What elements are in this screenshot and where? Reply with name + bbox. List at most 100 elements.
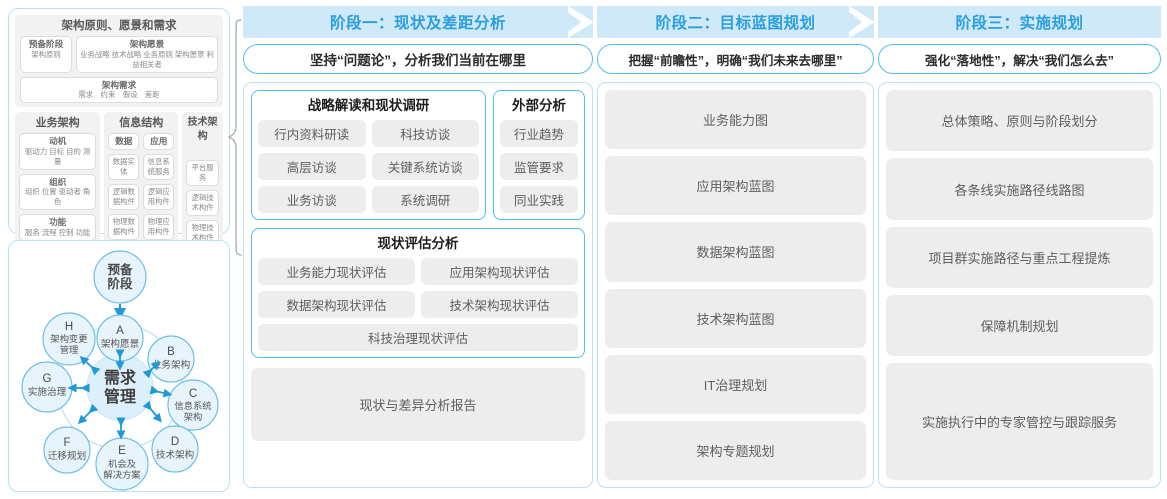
adm-node-b[interactable] bbox=[147, 335, 195, 383]
pill-item[interactable]: 行内资料研读 bbox=[258, 120, 366, 147]
pill-item[interactable]: 高层访谈 bbox=[258, 153, 366, 180]
logical-data-component-box: 逻辑数据构件 bbox=[108, 183, 140, 210]
pill-item[interactable]: 行业趋势 bbox=[500, 120, 578, 147]
phase-1-subtitle: 坚持“问题论”，分析我们当前在哪里 bbox=[243, 44, 593, 74]
togaf-content-framework-panel: 架构原则、愿景和需求 预备阶段 架构原则 架构愿景 业务战略 技术战略 业务原则… bbox=[8, 8, 230, 301]
architecture-requirements-sub: 需求 约束 假设 差距 bbox=[78, 90, 160, 99]
adm-node-d[interactable] bbox=[151, 425, 199, 473]
list-item[interactable]: 业务能力图 bbox=[605, 90, 866, 150]
platform-service-box: 平台服务 bbox=[186, 160, 219, 186]
list-item[interactable]: 保障机制规划 bbox=[886, 295, 1153, 357]
pill-item[interactable]: 业务能力现状评估 bbox=[258, 258, 415, 285]
adm-node-f[interactable] bbox=[43, 426, 91, 474]
physical-application-component-box: 物理应用构件 bbox=[143, 213, 175, 240]
adm-node-h-label-line1: 架构变更 bbox=[50, 333, 87, 344]
pill-item[interactable]: 关键系统访谈 bbox=[371, 153, 479, 180]
organization-title: 组织 bbox=[49, 176, 67, 187]
technology-architecture-group: 技术架构 平台服务 逻辑技术构件 物理技术构件 bbox=[182, 112, 223, 251]
adm-node-a-letter: A bbox=[116, 325, 124, 337]
information-system-service-box: 信息系统服务 bbox=[143, 153, 175, 180]
adm-node-f-letter: F bbox=[63, 437, 70, 449]
logical-data-component-label: 逻辑数据构件 bbox=[112, 186, 135, 206]
pill-row: 业务访谈 系统调研 bbox=[258, 186, 479, 213]
chevron-right-icon bbox=[849, 6, 875, 38]
logical-technology-component-label: 逻辑技术构件 bbox=[191, 193, 214, 212]
section-assessment-title: 现状评估分析 bbox=[377, 236, 459, 251]
list-item[interactable]: 各条线实施路径线路图 bbox=[886, 158, 1153, 220]
phase-column-1: 阶段一：现状及差距分析 坚持“问题论”，分析我们当前在哪里 战略解读和现状调研 … bbox=[243, 6, 594, 494]
left-reference-column: 架构原则、愿景和需求 预备阶段 架构原则 架构愿景 业务战略 技术战略 业务原则… bbox=[8, 8, 230, 492]
section-strategy-research: 战略解读和现状调研 行内资料研读 科技访谈 高层访谈 关键系统访谈 业务访谈 bbox=[251, 90, 486, 220]
list-item[interactable]: 项目群实施路径与重点工程提炼 bbox=[886, 226, 1153, 289]
adm-node-c[interactable] bbox=[167, 379, 219, 431]
phase-3-body: 总体策略、原则与阶段划分 各条线实施路径线路图 项目群实施路径与重点工程提炼 保… bbox=[878, 82, 1161, 488]
data-entity-box: 数据实体 bbox=[108, 153, 140, 180]
information-structure-group: 信息结构 数据 数据实体 逻辑数据构件 bbox=[104, 112, 179, 251]
function-sub: 服务 流程 控制 功能 bbox=[25, 227, 91, 237]
preliminary-phase-sub: 架构原则 bbox=[31, 49, 61, 59]
pill-item[interactable]: 技术架构现状评估 bbox=[421, 291, 578, 318]
adm-center-line1: 需求 bbox=[104, 368, 137, 387]
pill-item[interactable]: 科技治理现状评估 bbox=[258, 324, 578, 351]
phase-3-subtitle: 强化“落地性”，解决“我们怎么去” bbox=[878, 44, 1161, 74]
adm-node-h[interactable] bbox=[42, 312, 96, 366]
adm-node-f-label: 迁移规划 bbox=[48, 450, 86, 462]
list-item[interactable]: 应用架构蓝图 bbox=[605, 156, 866, 216]
arrow-center-d bbox=[142, 400, 162, 423]
architecture-principles-group: 架构原则、愿景和需求 预备阶段 架构原则 架构愿景 业务战略 技术战略 业务原则… bbox=[15, 15, 223, 107]
adm-node-c-label-line2: 架构 bbox=[184, 411, 203, 422]
phase-column-2: 阶段二：目标蓝图规划 把握“前瞻性”，明确“我们未来去哪里” 业务能力图 应用架… bbox=[596, 6, 875, 494]
list-item[interactable]: 架构专题规划 bbox=[605, 420, 866, 481]
architecture-vision-sub: 业务战略 技术战略 业务原则 架构愿景 利益相关者 bbox=[80, 49, 214, 69]
adm-node-d-label: 技术架构 bbox=[156, 449, 194, 461]
data-entity-label: 数据实体 bbox=[112, 156, 135, 176]
list-item[interactable]: 实施执行中的专家管控与跟踪服务 bbox=[886, 363, 1153, 481]
phase-columns: 阶段一：现状及差距分析 坚持“问题论”，分析我们当前在哪里 战略解读和现状调研 … bbox=[243, 6, 1161, 494]
phase-1-header-text: 阶段一：现状及差距分析 bbox=[329, 15, 506, 32]
adm-node-b-label: 业务架构 bbox=[152, 359, 190, 371]
preliminary-node-line1: 预备 bbox=[107, 262, 133, 277]
architecture-requirements-title: 架构需求 bbox=[101, 79, 137, 90]
adm-node-c-label-line1: 信息系统 bbox=[174, 400, 211, 411]
list-item[interactable]: 总体策略、原则与阶段划分 bbox=[886, 90, 1153, 152]
adm-node-e-label-line1: 机会及 bbox=[108, 458, 136, 469]
motivation-sub: 驱动力 目标 目的 测量 bbox=[25, 146, 91, 166]
section-current-assessment: 现状评估分析 业务能力现状评估 应用架构现状评估 数据架构现状评估 技术架构现状… bbox=[251, 228, 585, 358]
physical-data-component-label: 物理数据构件 bbox=[112, 216, 135, 236]
adm-node-e-letter: E bbox=[118, 445, 126, 457]
arrow-center-f bbox=[77, 403, 99, 425]
function-box: 功能 服务 流程 控制 功能 bbox=[19, 214, 97, 241]
pill-row: 同业实践 bbox=[500, 186, 578, 213]
motivation-title: 动机 bbox=[49, 136, 67, 146]
list-item[interactable]: 数据架构蓝图 bbox=[605, 222, 866, 282]
pill-item[interactable]: 系统调研 bbox=[371, 186, 479, 213]
list-item[interactable]: 技术架构蓝图 bbox=[605, 288, 866, 348]
arrow-center-c bbox=[149, 385, 173, 398]
adm-cycle-svg: 需求 管理 预备 阶段 A 架构愿景 B 业务架构 bbox=[21, 250, 219, 491]
organization-sub: 组织 位置 驱动者 角色 bbox=[25, 187, 91, 206]
technology-architecture-title: 技术架构 bbox=[187, 117, 218, 142]
application-head-label: 应用 bbox=[150, 136, 168, 146]
pill-item[interactable]: 数据架构现状评估 bbox=[258, 291, 415, 318]
pill-item[interactable]: 业务访谈 bbox=[258, 186, 366, 213]
preliminary-phase-box: 预备阶段 架构原则 bbox=[20, 36, 72, 73]
pill-item[interactable]: 监管要求 bbox=[500, 153, 578, 180]
data-subcolumn: 数据 数据实体 逻辑数据构件 物理数据构件 bbox=[108, 133, 140, 240]
pill-item[interactable]: 同业实践 bbox=[500, 186, 578, 213]
business-architecture-title: 业务架构 bbox=[35, 117, 80, 129]
adm-node-h-label-line2: 管理 bbox=[60, 344, 79, 355]
phase-3-header: 阶段三：实施规划 bbox=[878, 6, 1161, 38]
phase-1-report-pill[interactable]: 现状与差异分析报告 bbox=[251, 368, 585, 441]
pill-item[interactable]: 科技访谈 bbox=[371, 120, 479, 147]
list-item[interactable]: IT治理规划 bbox=[605, 354, 866, 414]
pill-row: 监管要求 bbox=[500, 153, 578, 180]
section-external-title: 外部分析 bbox=[512, 98, 566, 113]
pill-row: 行业趋势 bbox=[500, 120, 578, 147]
preliminary-node[interactable] bbox=[93, 250, 147, 304]
preliminary-phase-title: 预备阶段 bbox=[28, 39, 64, 49]
grouping-bracket bbox=[227, 18, 244, 263]
pill-item[interactable]: 应用架构现状评估 bbox=[421, 258, 578, 285]
chevron-left-notch-icon bbox=[596, 6, 622, 38]
togaf-title: 架构原则、愿景和需求 bbox=[61, 20, 177, 32]
